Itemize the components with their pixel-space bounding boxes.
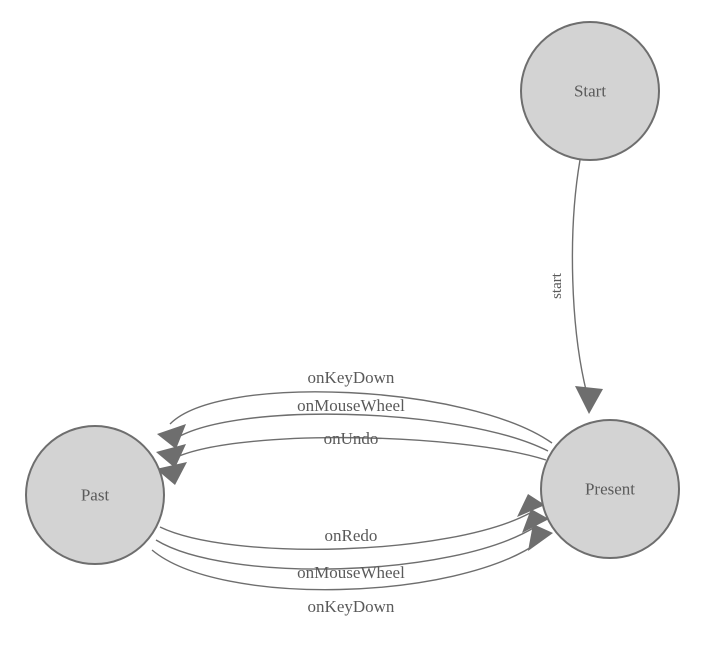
edge-label-past-present-2: onMouseWheel: [297, 563, 405, 582]
node-present-label: Present: [585, 480, 635, 499]
arrowhead-past-present-1: [517, 494, 545, 517]
edge-label-past-present-1: onRedo: [325, 526, 378, 545]
arrowhead-start-present: [575, 386, 603, 414]
node-past-circle[interactable]: [25, 425, 165, 565]
edge-past-to-present-onredo[interactable]: onRedo: [159, 494, 545, 550]
arrowhead-present-past-3: [156, 462, 187, 485]
arrowhead-present-past-1: [157, 424, 186, 449]
node-past[interactable]: Past: [25, 425, 165, 565]
node-past-label: Past: [81, 486, 110, 505]
arrowhead-past-present-2: [522, 509, 549, 533]
arrowhead-present-past-2: [156, 444, 186, 468]
edge-label-start: start: [549, 272, 565, 299]
node-start-circle[interactable]: [520, 21, 660, 161]
edge-present-to-past-onkeydown[interactable]: onKeyDown: [157, 368, 553, 449]
edge-path-present-past-1: [169, 391, 553, 444]
edge-path-present-past-3: [168, 436, 547, 462]
edge-present-to-past-onundo[interactable]: onUndo: [156, 429, 547, 485]
edge-label-past-present-3: onKeyDown: [308, 597, 395, 616]
node-start-label: Start: [574, 82, 606, 101]
arrowhead-past-present-3: [528, 524, 553, 551]
edge-start-to-present[interactable]: start: [549, 159, 603, 414]
node-start[interactable]: Start: [520, 21, 660, 161]
edge-path-past-present-2: [155, 526, 536, 570]
edge-path-past-present-1: [159, 512, 531, 550]
edge-label-present-past-3: onUndo: [324, 429, 379, 448]
node-present[interactable]: Present: [540, 419, 680, 559]
edge-label-present-past-2: onMouseWheel: [297, 396, 405, 415]
edge-path-present-past-2: [168, 413, 549, 452]
edge-past-to-present-onmousewheel[interactable]: onMouseWheel: [155, 509, 549, 582]
edge-present-to-past-onmousewheel[interactable]: onMouseWheel: [156, 396, 549, 468]
node-present-circle[interactable]: [540, 419, 680, 559]
edge-label-present-past-1: onKeyDown: [308, 368, 395, 387]
edge-path-start-present: [571, 159, 589, 399]
edge-past-to-present-onkeydown[interactable]: onKeyDown: [151, 524, 553, 616]
edge-path-past-present-3: [151, 541, 540, 591]
